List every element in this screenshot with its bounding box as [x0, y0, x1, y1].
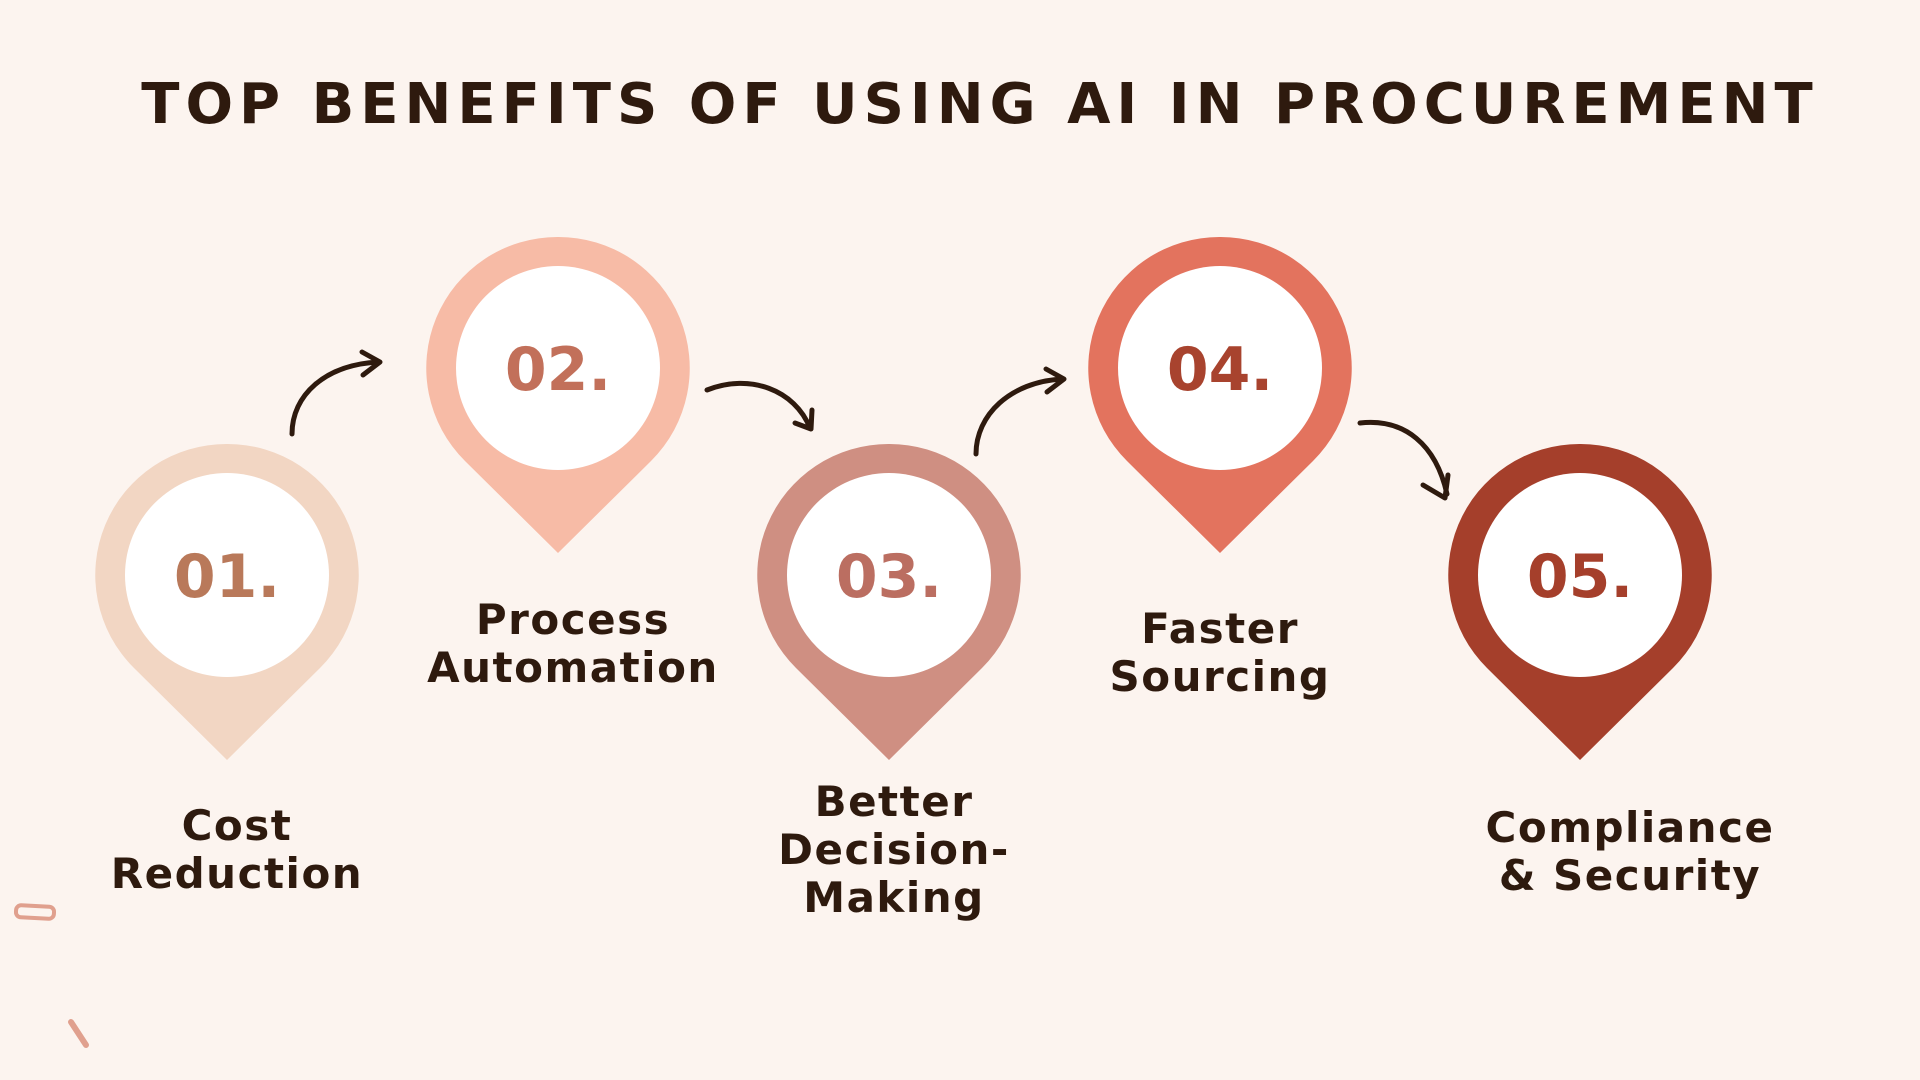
step-number-05: 05.: [1527, 542, 1633, 612]
step-label-04: Faster Sourcing: [1109, 604, 1331, 701]
pin-05: 05.: [1448, 443, 1712, 760]
decorative-marks: [13, 903, 89, 1048]
step-number-03: 03.: [836, 542, 942, 612]
pin-01: 01.: [95, 443, 359, 760]
pin-02: 02.: [426, 236, 690, 553]
page-title: TOP BENEFITS OF USING AI IN PROCUREMENT: [141, 72, 1819, 137]
step-number-02: 02.: [505, 335, 611, 405]
curved-arrow-up-right-icon: [973, 366, 1067, 457]
step-number-04: 04.: [1167, 335, 1273, 405]
step-label-03: Better Decision- Making: [778, 777, 1010, 922]
step-label-05: Compliance & Security: [1485, 803, 1775, 900]
step-label-01: Cost Reduction: [110, 801, 364, 898]
curved-arrow-down-right-icon: [1357, 419, 1451, 501]
pin-04: 04.: [1088, 236, 1352, 553]
step-label-02: Process Automation: [427, 595, 719, 692]
step-number-01: 01.: [174, 542, 280, 612]
curved-arrow-up-right-icon: [289, 349, 383, 437]
curved-arrow-down-right-icon: [704, 380, 815, 432]
pin-03: 03.: [757, 443, 1021, 760]
